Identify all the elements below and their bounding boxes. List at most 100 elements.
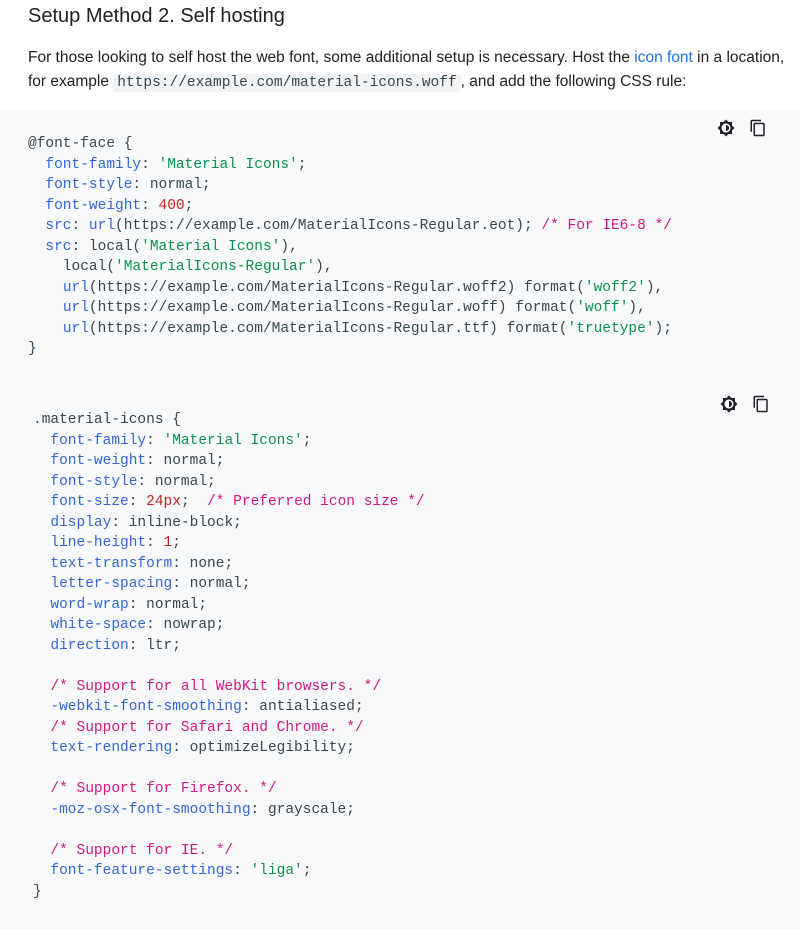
code-line: line-height: 1;	[33, 533, 425, 554]
code-line: src: url(https://example.com/MaterialIco…	[28, 216, 672, 237]
code-line: local('MaterialIcons-Regular'),	[28, 257, 672, 278]
code-token: :	[128, 494, 147, 510]
code-token: white-space	[50, 617, 147, 633]
code-token: font-feature-settings	[50, 863, 234, 879]
code-token	[33, 863, 50, 879]
code-token	[33, 617, 50, 633]
code-line: display: inline-block;	[33, 513, 425, 534]
code-token: .material-icons {	[33, 412, 181, 428]
code-line: /* Support for Safari and Chrome. */	[33, 718, 425, 739]
code-token	[28, 218, 45, 234]
intro-text-middle: in a location, for example	[28, 49, 785, 90]
code-token	[33, 453, 50, 469]
code-token	[33, 474, 50, 490]
code-token	[33, 802, 50, 818]
code-line	[33, 656, 425, 677]
code-token: text-rendering	[50, 740, 173, 756]
code-token: src	[45, 238, 72, 255]
code-token: : inline-block;	[111, 514, 242, 531]
code-token: url	[62, 279, 89, 296]
code-token	[33, 843, 50, 859]
code-token: text-transform	[50, 555, 173, 572]
example-url-code: https://example.com/material-icons.woff	[113, 74, 461, 92]
code-token	[33, 638, 50, 654]
code-token: :	[141, 197, 159, 214]
code-token	[33, 781, 50, 797]
intro-paragraph: For those looking to self host the web f…	[28, 46, 788, 95]
code-token	[33, 535, 50, 551]
code-token	[33, 597, 50, 613]
section-heading: Setup Method 2. Self hosting	[28, 5, 285, 27]
code-token: ;	[180, 494, 208, 510]
code-token: url	[62, 300, 89, 316]
code-token: 400	[158, 197, 185, 214]
code-line: font-family: 'Material Icons';	[28, 155, 672, 176]
code-token: ;	[302, 863, 312, 879]
code-token: :	[146, 432, 164, 449]
code-token: (https://example.com/MaterialIcons-Regul…	[88, 320, 568, 337]
code-token: : nowrap;	[146, 617, 225, 633]
code-line: letter-spacing: normal;	[33, 574, 425, 595]
content-copy-icon[interactable]	[751, 394, 771, 414]
code-token: line-height	[50, 535, 147, 551]
code-token: :	[146, 535, 164, 551]
code-token: url	[62, 320, 89, 337]
code-token: /* Support for Safari and Chrome. */	[50, 719, 364, 736]
code-token	[33, 720, 50, 736]
code-token: : normal;	[146, 453, 225, 469]
code-line: direction: ltr;	[33, 636, 425, 657]
icon-font-link[interactable]: icon font	[634, 49, 693, 66]
intro-text-end: , and add the following CSS rule:	[460, 73, 687, 90]
code-token: :	[141, 156, 159, 173]
code-toolbar	[719, 394, 771, 414]
code-line	[33, 759, 425, 780]
code-token: /* Support for Firefox. */	[50, 781, 277, 797]
code-token	[33, 515, 50, 531]
code-token: : normal;	[137, 473, 216, 490]
brightness-contrast-icon[interactable]	[716, 118, 736, 138]
code-line: .material-icons {	[33, 410, 425, 431]
code-token: 'truetype'	[567, 320, 655, 337]
code-token	[28, 300, 63, 316]
code-token: (https://example.com/MaterialIcons-Regul…	[115, 218, 542, 234]
code-token: /* Preferred icon size */	[207, 494, 425, 510]
code-token	[33, 740, 50, 756]
code-token: : normal;	[172, 576, 251, 592]
code-line: font-style: normal;	[28, 175, 672, 196]
code-line: -webkit-font-smoothing: antialiased;	[33, 697, 425, 718]
code-line: /* Support for IE. */	[33, 841, 425, 862]
code-token: letter-spacing	[50, 576, 173, 592]
code-line: -moz-osx-font-smoothing: grayscale;	[33, 800, 425, 821]
code-token: 1	[163, 535, 173, 551]
code-token	[28, 239, 45, 255]
code-token: /* Support for all WebKit browsers. */	[50, 678, 382, 695]
code-token: src	[45, 218, 72, 234]
code-token: ),	[628, 300, 646, 316]
code-line: font-feature-settings: 'liga';	[33, 861, 425, 882]
code-token: font-style	[50, 473, 138, 490]
code-line: }	[33, 882, 425, 903]
brightness-contrast-icon[interactable]	[719, 394, 739, 414]
code-token: /* For IE6-8 */	[541, 218, 672, 234]
code-line: /* Support for all WebKit browsers. */	[33, 677, 425, 698]
code-token: 'woff2'	[584, 279, 646, 296]
code-token: : grayscale;	[250, 801, 355, 818]
code-token: 24px	[146, 494, 181, 510]
code-font-face: @font-face { font-family: 'Material Icon…	[28, 134, 672, 360]
code-token: /* Support for IE. */	[50, 842, 234, 859]
code-line: text-transform: none;	[33, 554, 425, 575]
code-line: url(https://example.com/MaterialIcons-Re…	[28, 298, 672, 319]
code-token: font-weight	[50, 453, 147, 469]
code-token	[33, 576, 50, 592]
code-token: ),	[315, 259, 333, 275]
code-token	[33, 699, 50, 715]
content-copy-icon[interactable]	[748, 118, 768, 138]
code-line: url(https://example.com/MaterialIcons-Re…	[28, 278, 672, 299]
code-token: );	[654, 320, 672, 337]
code-token: : antialiased;	[241, 699, 364, 715]
code-token: font-style	[45, 177, 133, 193]
code-token: : normal;	[132, 177, 211, 193]
code-material-icons: .material-icons { font-family: 'Material…	[33, 410, 425, 902]
code-token: (https://example.com/MaterialIcons-Regul…	[88, 300, 577, 316]
